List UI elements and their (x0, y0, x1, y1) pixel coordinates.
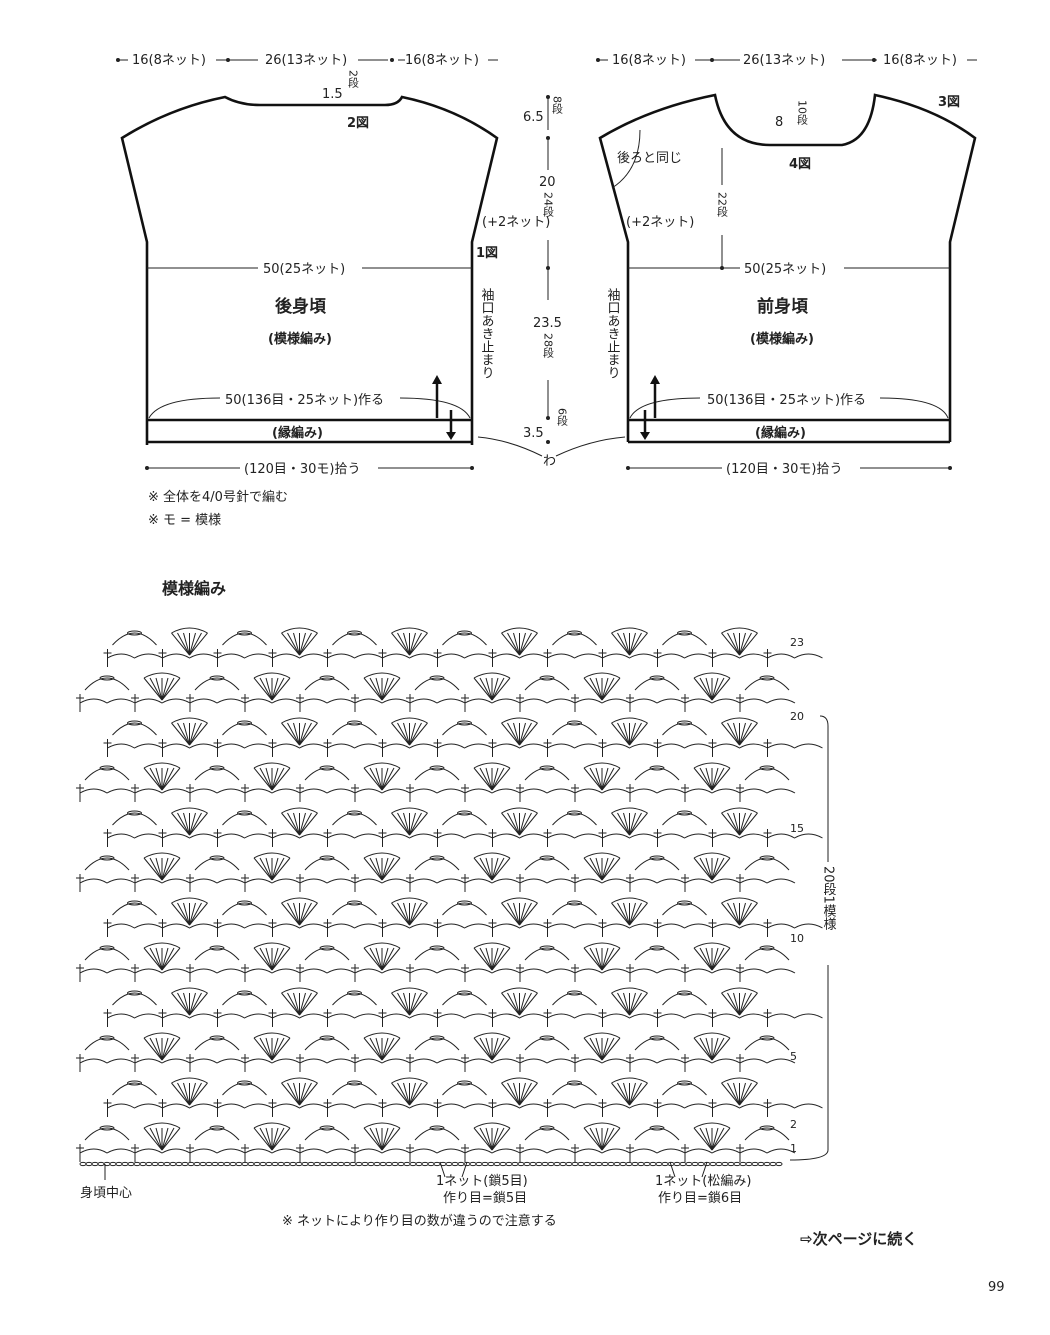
back-neck-depth: 1.5 (322, 87, 343, 102)
front-side-rows: 22段 (716, 192, 729, 218)
border-height: 3.5 (523, 426, 544, 441)
back-top-left-width: 16(8ネット) (132, 53, 206, 68)
back-title: 後身頃 (275, 296, 327, 317)
body-rows: 28段 (542, 333, 555, 359)
front-cast-on: 50(136目・25ネット)作る (707, 393, 866, 408)
back-cast-on: 50(136目・25ネット)作る (225, 393, 384, 408)
back-subtitle: (模様編み) (268, 331, 332, 347)
back-body-diagram: 16(8ネット) 26(13ネット) 16(8ネット) 1.5 2段 2図 (+… (116, 53, 550, 477)
fig4-label: 4図 (789, 157, 811, 172)
front-top-center-width: 26(13ネット) (743, 53, 825, 68)
chart-title: 模様編み (162, 579, 226, 598)
fig3-label: 3図 (938, 95, 960, 110)
front-subtitle: (模様編み) (750, 331, 814, 347)
row-label-2: 2 (790, 1118, 797, 1131)
body-center-label: 身頃中心 (80, 1185, 132, 1201)
back-top-right-width: 16(8ネット) (405, 53, 479, 68)
back-pick-up: (120目・30モ)拾う (244, 462, 361, 477)
row-label-5: 5 (790, 1050, 797, 1063)
note-motif: ※ モ = 模様 (148, 513, 221, 528)
continue-next-page: ⇨次ページに続く (800, 1230, 917, 1248)
row-label-20: 20 (790, 710, 804, 723)
repeat-label: 20段1模様 (821, 866, 837, 930)
row-label-15: 15 (790, 822, 804, 835)
back-increase: (+2ネット) (482, 215, 550, 230)
front-neck-rows: 10段 (796, 100, 809, 126)
armhole-rows: 24段 (542, 192, 555, 218)
back-top-center-width: 26(13ネット) (265, 53, 347, 68)
border-rows: 6段 (556, 408, 569, 427)
back-neck-rows: 2段 (347, 70, 360, 89)
row-label-1: 1 (790, 1142, 797, 1155)
net-chain-label: 1ネット(鎖5目) (436, 1173, 528, 1189)
front-neck-depth: 8 (775, 115, 783, 130)
net-shell-label: 1ネット(松編み) (655, 1173, 751, 1189)
back-width: 50(25ネット) (263, 262, 345, 277)
front-armhole-stop: 袖口あき止まり (605, 288, 621, 379)
row-label-10: 10 (790, 932, 804, 945)
page-number: 99 (988, 1280, 1005, 1295)
chart-note: ※ ネットにより作り目の数が違うので注意する (282, 1213, 557, 1229)
front-increase: (+2ネット) (626, 215, 694, 230)
net-shell-cast-on: 作り目=鎖6目 (658, 1190, 742, 1206)
front-body-diagram: 16(8ネット) 26(13ネット) 16(8ネット) 3図 8 10段 4図 … (596, 53, 977, 477)
back-armhole-stop: 袖口あき止まり (479, 288, 495, 379)
front-pick-up: (120目・30モ)拾う (726, 462, 843, 477)
fig2-label: 2図 (347, 116, 369, 131)
row-label-23: 23 (790, 636, 804, 649)
front-width: 50(25ネット) (744, 262, 826, 277)
shoulder-height: 6.5 (523, 110, 544, 125)
shoulder-rows: 8段 (551, 96, 564, 115)
stitch-chart (76, 627, 823, 1167)
round-label: わ (543, 454, 556, 469)
row-labels: 23 20 15 10 5 2 1 20段1模様 (789, 636, 837, 1161)
body-height: 23.5 (533, 316, 562, 331)
back-border: (縁編み) (272, 425, 323, 441)
front-title: 前身頃 (757, 296, 809, 317)
net-chain-cast-on: 作り目=鎖5目 (443, 1190, 527, 1206)
note-hook: ※ 全体を4/0号針で編む (148, 489, 288, 505)
front-top-left-width: 16(8ネット) (612, 53, 686, 68)
front-top-right-width: 16(8ネット) (883, 53, 957, 68)
fig1-label: 1図 (476, 246, 498, 261)
height-measurements: 6.5 8段 20 24段 23.5 28段 3.5 6段 わ (477, 95, 626, 469)
front-border: (縁編み) (755, 425, 806, 441)
armhole-height: 20 (539, 175, 556, 190)
same-as-back-note: 後ろと同じ (617, 151, 682, 166)
